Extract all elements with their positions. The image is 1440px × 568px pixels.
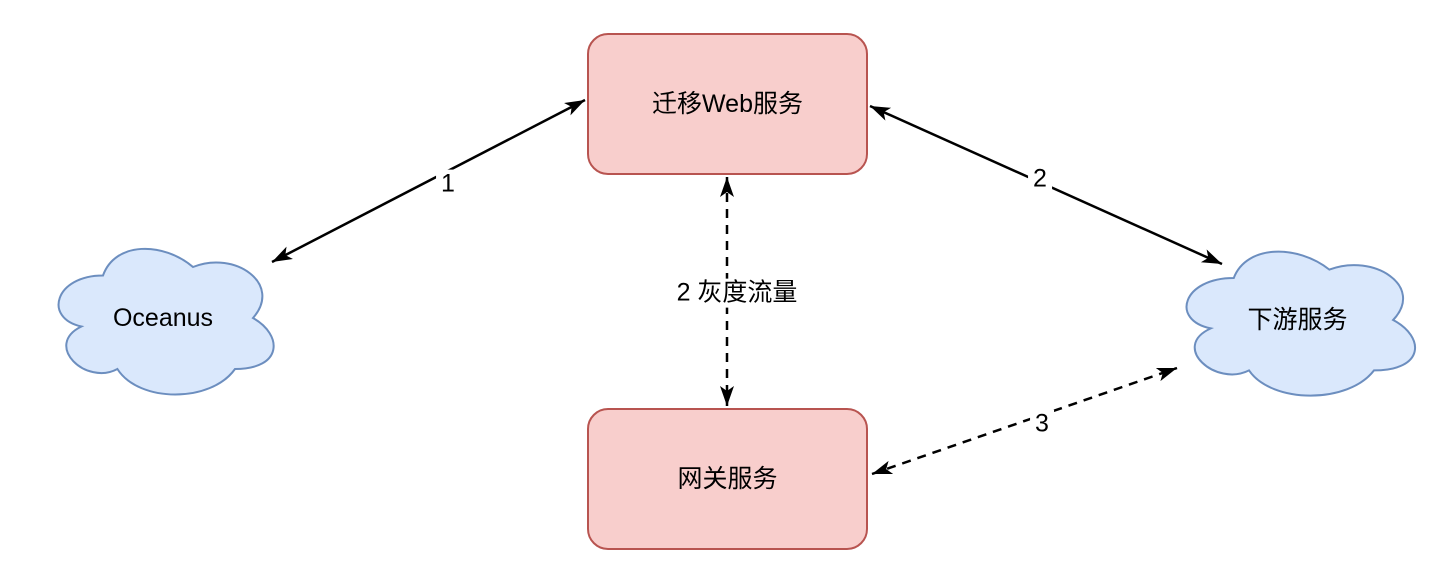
edge-gateway-to-downstream: [871, 366, 1178, 476]
node-oceanus-label: Oceanus: [112, 304, 214, 332]
node-downstream-service: 下游服务: [1170, 236, 1425, 404]
cloud-icon: [43, 233, 283, 403]
node-gateway-service: 网关服务: [587, 408, 868, 550]
edge-label-2: 2: [1028, 164, 1052, 194]
node-gateway-service-label: 网关服务: [677, 465, 778, 493]
edge-label-1: 1: [436, 169, 460, 199]
cloud-icon: [1170, 236, 1425, 404]
node-migration-web-service-label: 迁移Web服务: [652, 90, 803, 118]
edge-label-3: 3: [1030, 409, 1054, 439]
edge-oceanus-to-migration-web: [271, 98, 586, 264]
node-oceanus: Oceanus: [43, 233, 283, 403]
node-migration-web-service: 迁移Web服务: [587, 33, 868, 175]
edge-label-gray-traffic: 2 灰度流量: [671, 278, 803, 308]
node-downstream-service-label: 下游服务: [1247, 306, 1348, 334]
